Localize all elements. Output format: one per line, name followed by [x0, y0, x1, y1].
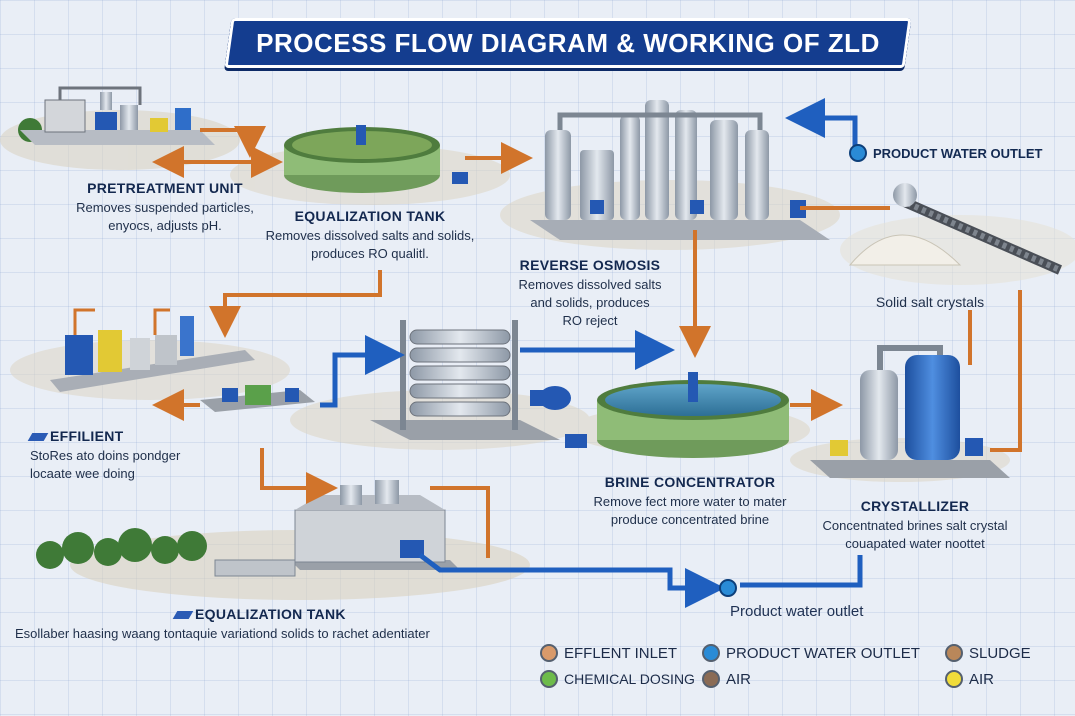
legend-item-air: AIR	[702, 670, 751, 688]
equalization-top-title: EQUALIZATION TANK	[294, 208, 446, 224]
equalization-bottom-desc: Esollaber haasing waang tontaquie variat…	[15, 626, 430, 641]
legend-item-effluent-inlet: EFFLENT INLET	[540, 644, 677, 662]
chemical-dosing-skid-icon	[200, 385, 315, 412]
crystallizer-equipment-icon	[810, 345, 1010, 478]
ro-title: REVERSE OSMOSIS	[519, 257, 661, 273]
effluent-tanks-icon	[50, 308, 255, 392]
effluent-title: EFFILIENT	[27, 428, 220, 444]
crystallizer-label: CRYSTALLIZER Concentnated brines salt cr…	[800, 498, 1030, 553]
pretreatment-equipment-icon	[20, 86, 215, 145]
equalization-bottom-title: EQUALIZATION TANK	[15, 606, 535, 622]
outlet-node-icon	[719, 579, 737, 597]
flow-arrow-icon	[172, 611, 194, 620]
product-water-outlet-top: PRODUCT WATER OUTLET	[849, 144, 1042, 162]
product-water-outlet-bottom: Product water outlet	[730, 603, 864, 620]
ro-membrane-rack-icon	[370, 320, 587, 448]
pretreatment-label: PRETREATMENT UNIT Removes suspended part…	[40, 180, 290, 235]
brine-concentrator-tank-icon	[597, 372, 789, 458]
legend-dot-icon	[540, 644, 558, 662]
legend-item-chemical-dosing: CHEMICAL DOSING	[540, 670, 695, 688]
equalization-tank-bottom-icon	[214, 480, 460, 577]
product-water-flow-lines	[320, 98, 863, 608]
page-title: PROCESS FLOW DIAGRAM & WORKING OF ZLD	[256, 28, 880, 58]
legend: EFFLENT INLET PRODUCT WATER OUTLET SLUDG…	[540, 640, 1060, 700]
crystallizer-title: CRYSTALLIZER	[860, 498, 970, 514]
legend-item-air-2: AIR	[945, 670, 994, 688]
solid-salt-label: Solid salt crystals	[875, 294, 985, 310]
flow-arrow-icon	[27, 433, 49, 442]
pretreatment-title: PRETREATMENT UNIT	[87, 180, 243, 196]
legend-item-sludge: SLUDGE	[945, 644, 1031, 662]
legend-dot-icon	[945, 644, 963, 662]
brine-concentrator-label: BRINE CONCENTRATOR Remove fect more wate…	[545, 474, 835, 529]
effluent-flow-lines	[152, 126, 1022, 558]
equalization-tank-top-icon	[284, 125, 468, 193]
equalization-top-label: EQUALIZATION TANK Removes dissolved salt…	[245, 208, 495, 263]
reverse-osmosis-plant-icon	[530, 100, 830, 240]
legend-dot-icon	[702, 670, 720, 688]
brine-concentrator-title: BRINE CONCENTRATOR	[604, 474, 776, 490]
legend-dot-icon	[702, 644, 720, 662]
equalization-top-desc: Removes dissolved salts and solids,produ…	[265, 228, 475, 261]
trees-icon	[18, 118, 207, 569]
equalization-bottom-label: EQUALIZATION TANK Esollaber haasing waan…	[15, 606, 535, 643]
outlet-dot-icon	[849, 144, 867, 162]
salt-conveyor-icon	[848, 183, 1063, 275]
legend-dot-icon	[540, 670, 558, 688]
pretreatment-desc: Removes suspended particles,enyocs, adju…	[76, 200, 254, 233]
legend-dot-icon	[945, 670, 963, 688]
legend-item-product-water-outlet: PRODUCT WATER OUTLET	[702, 644, 920, 662]
